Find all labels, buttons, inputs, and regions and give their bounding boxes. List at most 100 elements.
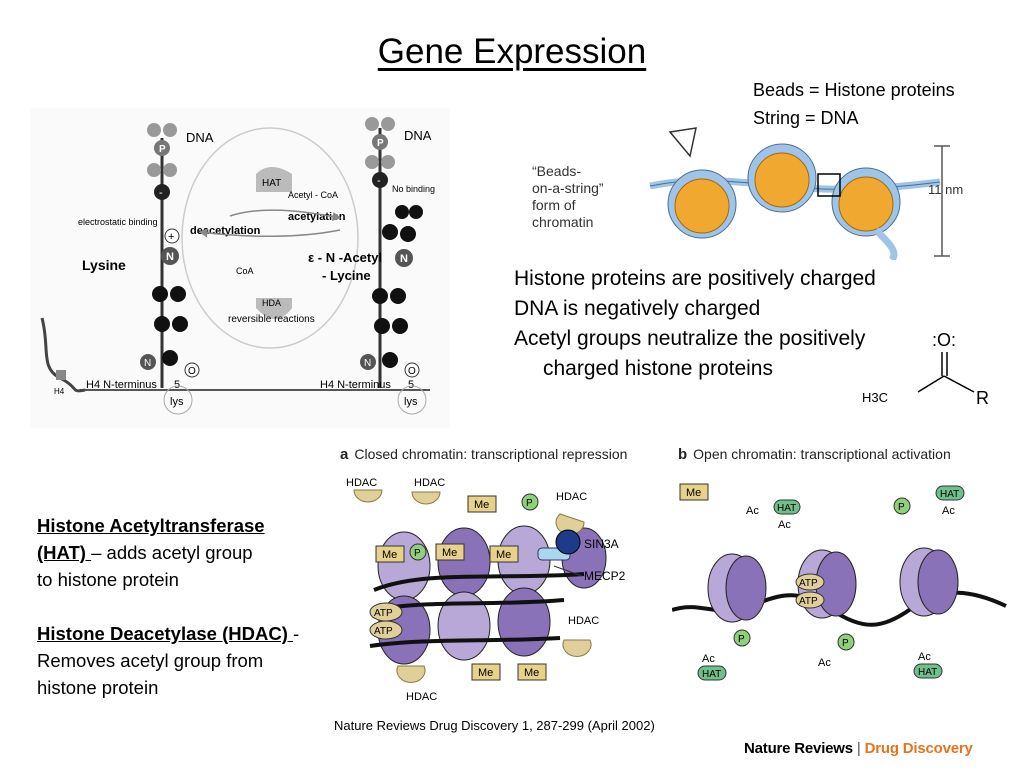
hat-desc-line2: to histone protein	[37, 569, 179, 590]
open-atp-label-2: ATP	[799, 596, 818, 607]
panel-b-letter: b	[678, 446, 688, 463]
panel-b-title: Open chromatin: transcriptional activati…	[693, 446, 951, 462]
charge-explanation: Histone proteins are positively charged …	[514, 264, 876, 384]
atp-pair	[369, 602, 403, 640]
atp-label-2: ATP	[374, 626, 393, 637]
reaction-cycle-outline	[181, 127, 359, 349]
right-minus: -	[377, 175, 381, 187]
right-p-label: P	[377, 138, 384, 149]
me-box-bottom1	[471, 663, 501, 681]
open-p-bottom-2: P	[842, 638, 849, 649]
hdac-top-mid	[411, 491, 441, 505]
p-label-top: P	[526, 498, 533, 509]
open-hat-bottom-right	[913, 663, 943, 679]
sin3a-complex	[555, 529, 581, 555]
hdac-bottom-right	[562, 639, 592, 657]
scale-label: 11 nm	[928, 182, 963, 197]
left-lys: lys	[170, 396, 184, 408]
me-box-mid	[435, 543, 465, 561]
me-label-bottom2: Me	[524, 667, 539, 679]
open-hat-label-4: HAT	[918, 667, 937, 678]
open-ac-6: Ac	[918, 651, 931, 663]
open-p-bottom-1: P	[738, 634, 745, 645]
hat-label: HAT	[262, 178, 281, 189]
panel-a-letter: a	[340, 446, 349, 463]
journal-brand: Nature Reviews|Drug Discovery	[744, 740, 973, 757]
charge-line-3: Acetyl groups neutralize the positively	[514, 327, 866, 350]
me-label-bottom1: Me	[478, 667, 493, 679]
legend-beads-line: Beads = Histone proteins	[753, 80, 955, 100]
hdac-dash: -	[293, 623, 300, 644]
chromatin-caption-2: on-a-string”	[532, 180, 604, 196]
right-o-label: O	[408, 366, 416, 377]
me-label-left: Me	[382, 549, 397, 561]
right-n2-label: N	[364, 358, 371, 369]
right-dna-label: DNA	[404, 128, 432, 143]
open-nucleosome-3	[899, 547, 959, 617]
hdac-bottom-left	[396, 665, 426, 683]
left-n2-label: N	[144, 358, 151, 369]
left-dna-label: DNA	[186, 130, 214, 145]
h4-right-label: H4 N-terminus	[320, 379, 391, 391]
beads-legend: Beads = Histone proteins String = DNA	[753, 76, 955, 132]
hda-label: HDA	[262, 298, 281, 308]
open-chromatin-diagram: Me Ac HAT Ac P HAT Ac ATP ATP P P Ac HAT…	[672, 483, 1007, 681]
atp-label-1: ATP	[374, 608, 393, 619]
open-ac-1: Ac	[746, 505, 759, 517]
left-o-label: O	[188, 366, 196, 377]
h4-small-label: H4	[54, 387, 65, 396]
open-me-box	[679, 483, 709, 501]
charge-line-1: Histone proteins are positively charged	[514, 267, 876, 290]
hat-term-line2: (HAT)	[37, 542, 92, 563]
hat-desc-line1: – adds acetyl group	[91, 542, 253, 563]
open-hat-top-right	[935, 485, 965, 501]
legend-string-line: String = DNA	[753, 108, 859, 128]
hdac-label-2: HDAC	[414, 477, 445, 489]
right-acetyl-group	[382, 205, 423, 242]
acetyl-r-group: R	[976, 388, 989, 408]
reversible-label: reversible reactions	[228, 314, 315, 325]
no-binding-label: No binding	[392, 184, 435, 194]
chromatin-caption-1: “Beads-	[532, 163, 581, 179]
me-box-bottom2	[517, 663, 547, 681]
left-p-label: P	[159, 144, 166, 155]
acetyl-coa-label: Acetyl - CoA	[288, 190, 338, 200]
left-minus: -	[159, 187, 163, 199]
left-num5: 5	[174, 379, 180, 391]
open-ac-3: Ac	[942, 505, 955, 517]
mecp2-label: MECP2	[584, 569, 626, 583]
brand-nature-reviews: Nature Reviews	[744, 740, 853, 757]
chromatin-caption-3: form of	[532, 197, 576, 213]
coa-label: CoA	[236, 266, 254, 276]
page-title: Gene Expression	[377, 32, 647, 71]
beads-on-string-figure: “Beads- on-a-string” form of chromatin 1…	[532, 127, 963, 260]
charge-line-4: charged histone proteins	[543, 357, 773, 380]
open-atp-label-1: ATP	[799, 578, 818, 589]
panel-a-title: Closed chromatin: transcriptional repres…	[354, 446, 628, 462]
right-chain-top-oxygens	[365, 117, 395, 169]
panel-b-heading: b Open chromatin: transcriptional activat…	[678, 446, 951, 463]
open-atp-pair	[795, 573, 825, 609]
open-hat-label-1: HAT	[777, 503, 796, 514]
left-chain-top-oxygens	[147, 123, 177, 177]
hdac-label-5: HDAC	[406, 691, 437, 703]
hdac-term: Histone Deacetylase (HDAC)	[37, 623, 293, 644]
right-lys: lys	[404, 396, 418, 408]
histone-bead-2	[747, 143, 817, 213]
hda-enzyme-shape	[256, 298, 292, 319]
left-carbon-chain	[152, 286, 188, 366]
lysine-label: Lysine	[82, 257, 126, 273]
brand-drug-discovery: Drug Discovery	[864, 740, 973, 757]
acetylation-reaction-diagram: P - DNA electrostatic binding + N Lysine…	[30, 108, 450, 428]
open-hat-label-2: HAT	[940, 489, 959, 500]
panel-a-heading: a Closed chromatin: transcriptional repre…	[340, 446, 627, 463]
open-nucleosome-1	[707, 553, 767, 623]
closed-chromatin-diagram: HDAC HDAC Me P HDAC Me P Me Me SIN3A MEC…	[346, 477, 626, 703]
open-ac-4: Ac	[702, 653, 715, 665]
histone-bead-1	[667, 169, 737, 239]
me-box-top	[467, 495, 497, 513]
me-label-top: Me	[474, 499, 489, 511]
hat-enzyme-shape	[256, 167, 292, 192]
hdac-top-left	[353, 489, 383, 503]
acetylation-label: acetylation	[288, 211, 346, 223]
